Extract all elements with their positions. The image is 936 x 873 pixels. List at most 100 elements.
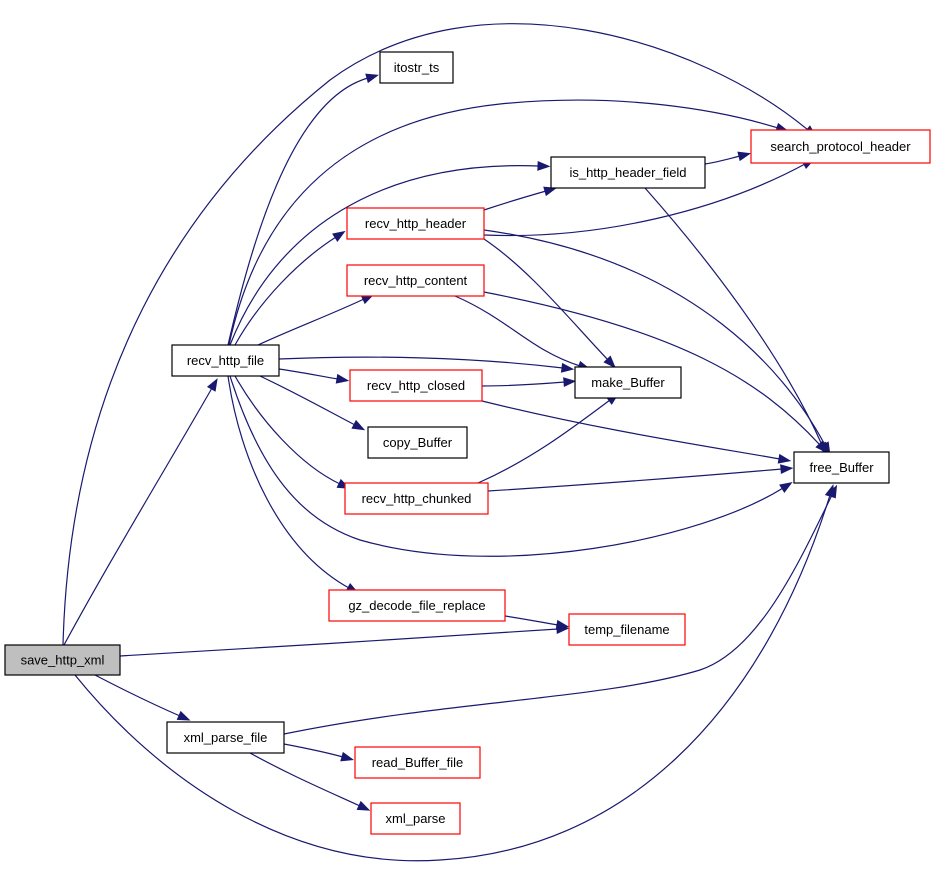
edge-recv_http_content-to-free_Buffer — [483, 291, 828, 454]
node-box[interactable] — [354, 746, 481, 779]
edge-line — [229, 375, 784, 557]
node-label: xml_parse — [386, 811, 446, 826]
node-label: read_Buffer_file — [372, 755, 464, 770]
node-box[interactable] — [550, 156, 706, 189]
edge-line — [74, 494, 831, 862]
node-recv_http_closed[interactable]: recv_http_closed — [349, 369, 483, 402]
edge-is_http_header_field-to-search_protocol_header — [704, 151, 752, 165]
node-label: recv_http_chunked — [362, 491, 472, 506]
edge-arrowhead — [603, 355, 616, 369]
edge-line — [229, 165, 540, 346]
edge-recv_http_file-to-itostr_ts — [227, 73, 379, 346]
edge-line — [283, 743, 344, 758]
edge-line — [283, 494, 833, 735]
node-read_Buffer_file[interactable]: read_Buffer_file — [354, 746, 481, 779]
edge-line — [483, 238, 609, 361]
node-label: xml_parse_file — [184, 730, 268, 745]
node-label: recv_http_closed — [367, 378, 465, 393]
node-recv_http_header[interactable]: recv_http_header — [346, 207, 485, 240]
edge-recv_http_file-to-copy_Buffer — [259, 375, 366, 431]
edge-line — [94, 674, 181, 717]
edge-save_http_xml-to-search_protocol_header — [62, 23, 817, 646]
node-box[interactable] — [328, 589, 506, 622]
edge-arrowhead — [780, 464, 794, 475]
edge-recv_http_header-to-make_Buffer — [483, 238, 616, 369]
node-free_Buffer[interactable]: free_Buffer — [793, 451, 890, 484]
edge-arrowhead — [365, 73, 379, 84]
edge-arrowhead — [176, 710, 191, 721]
node-box[interactable] — [568, 613, 686, 646]
node-box[interactable] — [344, 482, 489, 515]
node-box[interactable] — [793, 451, 890, 484]
edge-arrowhead — [815, 440, 828, 454]
edge-line — [228, 99, 779, 346]
edge-gz_decode_file_replace-to-temp_filename — [504, 615, 570, 630]
edge-recv_http_content-to-make_Buffer — [454, 295, 591, 371]
node-label: recv_http_header — [365, 216, 467, 231]
edge-recv_http_file-to-recv_http_header — [234, 230, 346, 346]
node-save_http_xml[interactable]: save_http_xml — [4, 644, 121, 676]
edge-arrowhead — [543, 186, 557, 197]
node-label: free_Buffer — [809, 460, 874, 475]
node-recv_http_chunked[interactable]: recv_http_chunked — [344, 482, 489, 515]
edge-recv_http_file-to-free_Buffer — [229, 375, 793, 557]
node-make_Buffer[interactable]: make_Buffer — [574, 366, 682, 399]
edge-line — [249, 752, 361, 807]
edge-recv_http_header-to-is_http_header_field — [483, 186, 557, 211]
node-box[interactable] — [346, 264, 485, 297]
edge-arrowhead — [351, 419, 366, 431]
node-box[interactable] — [166, 721, 285, 754]
node-gz_decode_file_replace[interactable]: gz_decode_file_replace — [328, 589, 506, 622]
node-box[interactable] — [370, 802, 461, 835]
node-itostr_ts[interactable]: itostr_ts — [379, 51, 454, 84]
node-temp_filename[interactable]: temp_filename — [568, 613, 686, 646]
edge-line — [278, 356, 564, 369]
node-label: recv_http_file — [187, 353, 264, 368]
edge-line — [234, 375, 341, 485]
edge-line — [257, 298, 365, 346]
node-label: temp_filename — [584, 622, 669, 637]
edge-line — [278, 368, 339, 380]
edge-arrowhead — [560, 362, 575, 373]
edge-recv_http_chunked-to-free_Buffer — [487, 464, 794, 492]
node-box[interactable] — [171, 344, 280, 377]
node-xml_parse_file[interactable]: xml_parse_file — [166, 721, 285, 754]
edge-line — [259, 375, 356, 426]
node-copy_Buffer[interactable]: copy_Buffer — [367, 426, 468, 459]
edge-arrowhead — [356, 800, 371, 811]
edge-recv_http_file-to-search_protocol_header — [228, 99, 789, 346]
node-box[interactable] — [4, 644, 121, 676]
node-label: search_protocol_header — [770, 139, 911, 154]
edge-save_http_xml-to-recv_http_file — [63, 378, 218, 646]
node-box[interactable] — [750, 129, 931, 164]
node-is_http_header_field[interactable]: is_http_header_field — [550, 156, 706, 189]
edge-arrowhead — [332, 230, 346, 242]
edge-arrowhead — [537, 161, 551, 171]
edge-line — [62, 23, 809, 646]
edge-arrowhead — [555, 619, 570, 630]
edge-arrowhead — [779, 481, 793, 493]
node-recv_http_file[interactable]: recv_http_file — [171, 344, 280, 377]
edge-line — [63, 387, 213, 646]
nodes-layer: save_http_xml recv_http_file xml_parse_fil… — [4, 51, 931, 835]
edge-save_http_xml-to-temp_filename — [119, 624, 570, 657]
node-xml_parse[interactable]: xml_parse — [370, 802, 461, 835]
node-box[interactable] — [367, 426, 468, 459]
edge-save_http_xml-to-xml_parse_file — [94, 674, 191, 721]
edge-line — [227, 375, 350, 589]
node-recv_http_content[interactable]: recv_http_content — [346, 264, 485, 297]
node-search_protocol_header[interactable]: search_protocol_header — [750, 129, 931, 164]
node-box[interactable] — [574, 366, 682, 399]
edge-arrowhead — [206, 378, 218, 392]
node-box[interactable] — [346, 207, 485, 240]
edge-recv_http_chunked-to-make_Buffer — [477, 393, 620, 484]
node-label: make_Buffer — [591, 375, 665, 390]
node-label: gz_decode_file_replace — [348, 598, 485, 613]
node-box[interactable] — [379, 51, 454, 84]
node-box[interactable] — [349, 369, 483, 402]
edge-arrowhead — [826, 484, 838, 499]
edge-recv_http_file-to-make_Buffer — [278, 356, 575, 373]
edge-line — [234, 236, 337, 346]
